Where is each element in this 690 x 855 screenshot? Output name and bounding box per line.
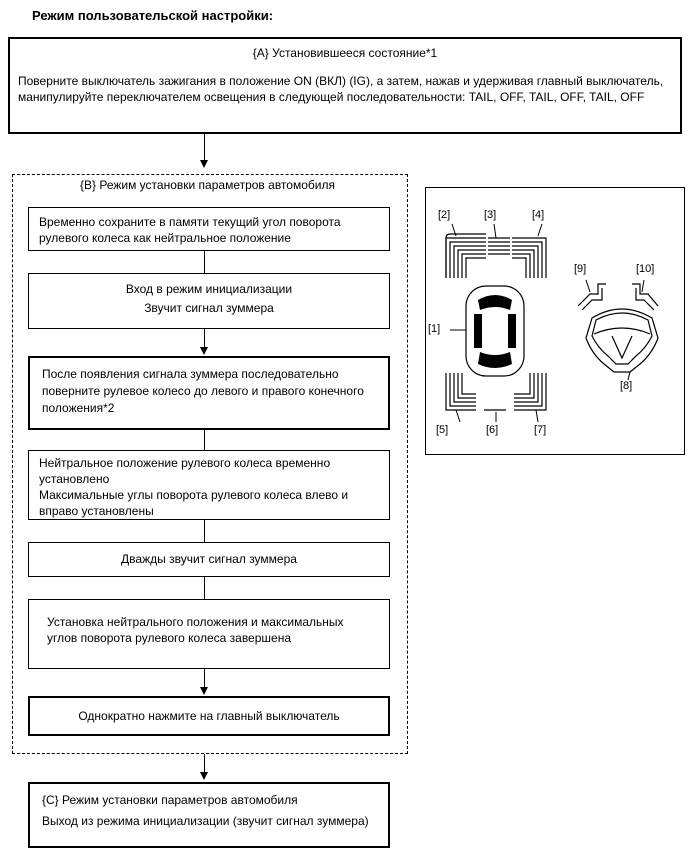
step-text: Максимальные углы поворота рулевого коле…: [39, 488, 349, 518]
callout-4: [4]: [532, 209, 545, 221]
step-text: Звучит сигнал зуммера: [144, 301, 274, 315]
page-title: Режим пользовательской настройки:: [32, 8, 274, 23]
callout-8: [8]: [620, 380, 633, 392]
steady-state-box: {A} Установившееся состояние*1 Поверните…: [8, 37, 682, 134]
exit-init-heading: {C} Режим установки параметров автомобил…: [42, 793, 298, 807]
arrow-icon: [200, 347, 208, 355]
callout-1: [1]: [428, 323, 441, 335]
exit-init-box: {C} Режим установки параметров автомобил…: [28, 782, 390, 848]
vehicle-settings-heading: {B} Режим установки параметров автомобил…: [80, 178, 335, 192]
callout-3: [3]: [484, 209, 497, 221]
callout-9: [9]: [574, 263, 587, 275]
step-text: Установка нейтрального положения и макси…: [47, 615, 344, 645]
callout-5: [5]: [436, 424, 449, 436]
vehicle-settings-group: [12, 174, 408, 754]
steering-wheel-icon: [585, 308, 659, 373]
callout-10: [10]: [636, 263, 655, 275]
callout-7: [7]: [534, 424, 547, 436]
step-text: Дважды звучит сигнал зуммера: [121, 552, 297, 566]
callout-6: [6]: [486, 424, 499, 436]
arrow-icon: [200, 772, 208, 780]
step-text: Однократно нажмите на главный выключател…: [78, 709, 340, 723]
front-sensor-arcs-icon: [445, 233, 547, 278]
exit-init-text: Выход из режима инициализации (звучит си…: [42, 814, 369, 828]
step-buzzer-twice: Дважды звучит сигнал зуммера: [28, 542, 390, 577]
callout-2: [2]: [438, 209, 451, 221]
step-turn-wheel: После появления сигнала зуммера последов…: [28, 356, 390, 430]
steady-state-heading: {A} Установившееся состояние*1: [252, 46, 438, 60]
arrow-icon: [200, 687, 208, 695]
step-text: Временно сохраните в памяти текущий угол…: [39, 215, 341, 245]
rear-sensor-arcs-icon: [445, 373, 547, 411]
step-neutral-set: Нейтральное положение рулевого колеса вр…: [28, 450, 390, 520]
vehicle-sensor-diagram: [445, 223, 659, 423]
step-text: После появления сигнала зуммера последов…: [42, 367, 364, 415]
step-setup-complete: Установка нейтрального положения и макси…: [28, 599, 390, 669]
side-switch-icon: [577, 283, 659, 311]
step-text: Нейтральное положение рулевого колеса вр…: [39, 456, 331, 486]
step-press-main-switch: Однократно нажмите на главный выключател…: [28, 696, 390, 736]
step-enter-init: Вход в режим инициализации Звучит сигнал…: [28, 273, 390, 329]
step-text: Вход в режим инициализации: [125, 282, 293, 296]
steady-state-text: Поверните выключатель зажигания в положе…: [18, 74, 664, 104]
vehicle-illustration-panel: [2] [3] [4] [1] [5] [6] [7] [9] [10] [8]: [425, 187, 685, 455]
step-store-neutral: Временно сохраните в памяти текущий угол…: [28, 207, 390, 251]
arrow-icon: [200, 160, 208, 168]
